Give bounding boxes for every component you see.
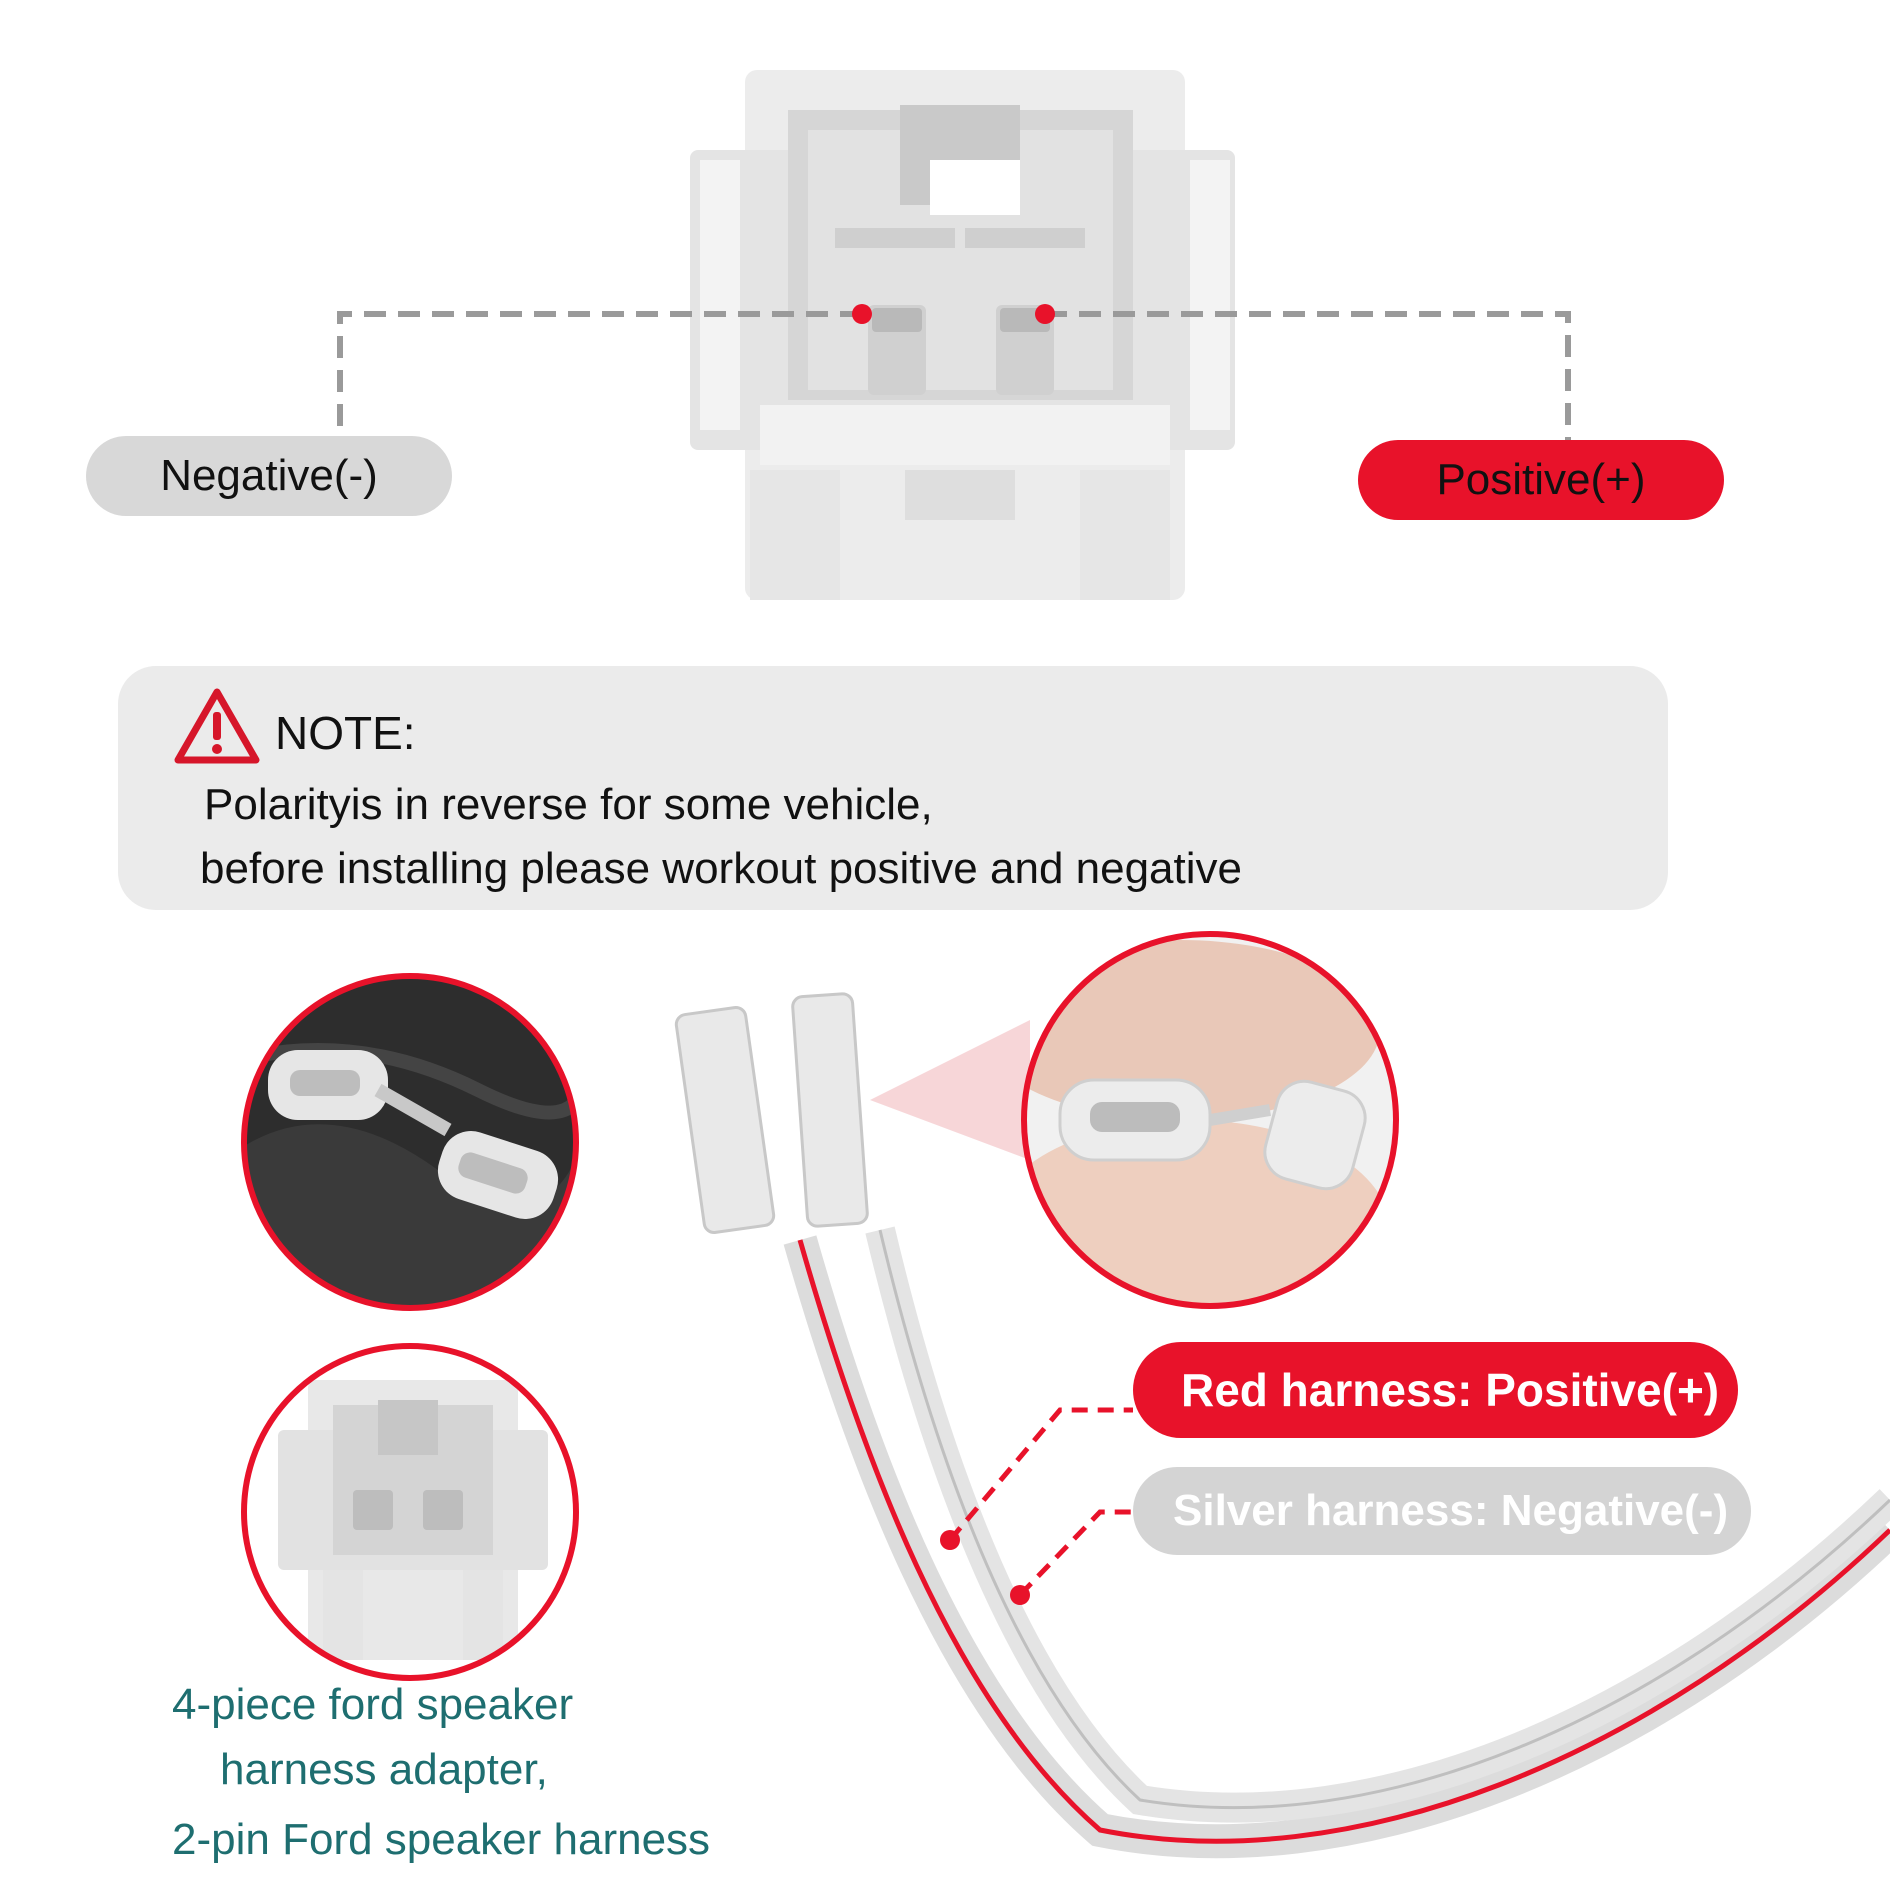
- positive-label: Positive(+): [1358, 440, 1724, 520]
- connector-closeup-photo: [241, 1343, 579, 1681]
- note-box: [118, 666, 1668, 910]
- note-line-2: before installing please workout positiv…: [200, 844, 1242, 893]
- caption-line-2: harness adapter,: [220, 1745, 548, 1794]
- negative-label: Negative(-): [86, 436, 452, 516]
- warning-triangle-icon: [174, 688, 260, 764]
- caption-line-3: 2-pin Ford speaker harness: [172, 1815, 711, 1864]
- silver-harness-label: Silver harness: Negative(-): [1133, 1467, 1751, 1555]
- note-title: NOTE:: [275, 707, 416, 759]
- red-harness-label: Red harness: Positive(+): [1133, 1342, 1738, 1438]
- finger-holding-connector-photo: [1021, 931, 1399, 1309]
- connector-on-cloth-photo: [241, 973, 579, 1311]
- polarity-leader-lines: [337, 304, 1571, 440]
- note-line-1: Polarityis in reverse for some vehicle,: [204, 780, 933, 829]
- connector-photo-large: [690, 70, 1235, 600]
- harness-wires-photo: [674, 992, 1890, 1859]
- caption-line-1: 4-piece ford speaker: [172, 1680, 574, 1729]
